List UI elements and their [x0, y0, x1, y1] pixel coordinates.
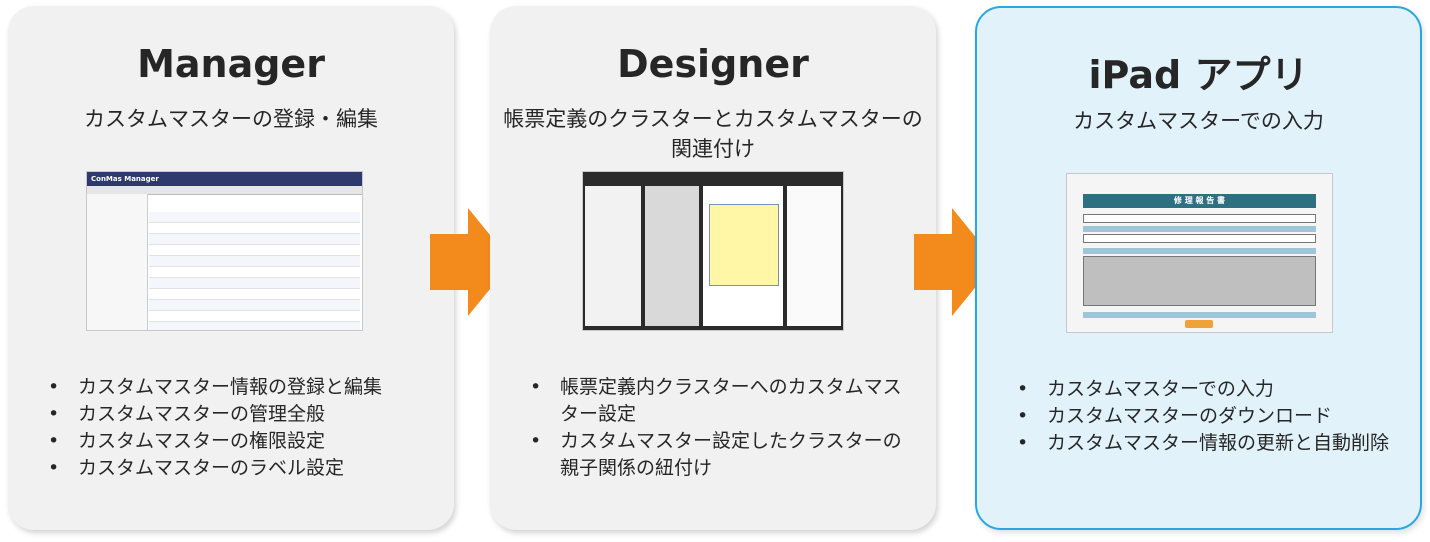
- list-item: カスタムマスター情報の更新と自動削除: [1017, 430, 1400, 457]
- ipad-screenshot: 修 理 報 告 書: [1066, 173, 1333, 333]
- designer-subtitle: 帳票定義のクラスターとカスタムマスターの関連付け: [503, 107, 923, 161]
- designer-screenshot-panel: [585, 186, 641, 326]
- list-item: カスタムマスターの管理全般: [48, 401, 434, 428]
- manager-subtitle: カスタムマスターの登録・編集: [84, 107, 378, 131]
- arrow-right-icon: [430, 208, 512, 316]
- list-item: 帳票定義内クラスターへのカスタムマスター設定: [530, 374, 916, 428]
- list-item: カスタムマスター設定したクラスターの親子関係の紐付け: [530, 428, 916, 482]
- designer-screenshot-properties: [787, 186, 841, 326]
- list-item: カスタムマスター情報の登録と編集: [48, 374, 434, 401]
- arrow-right-icon: [914, 208, 996, 316]
- ipad-title: iPad アプリ: [1088, 53, 1309, 97]
- designer-screenshot-toolbox: [645, 186, 699, 326]
- list-item: カスタムマスターでの入力: [1017, 376, 1400, 403]
- ipad-form-row: [1083, 214, 1316, 223]
- list-item: カスタムマスターのラベル設定: [48, 455, 434, 482]
- manager-screenshot-table: [149, 212, 360, 330]
- manager-card: Manager カスタムマスターの登録・編集 ConMas Manager カス…: [8, 6, 454, 530]
- ipad-form-band: [1083, 226, 1316, 232]
- manager-screenshot-tabs: [87, 186, 362, 195]
- ipad-card: iPad アプリ カスタムマスターでの入力 修 理 報 告 書 カスタムマスター…: [975, 6, 1422, 530]
- manager-bullet-list: カスタムマスター情報の登録と編集 カスタムマスターの管理全般 カスタムマスターの…: [48, 374, 434, 482]
- ipad-bullet-list: カスタムマスターでの入力 カスタムマスターのダウンロード カスタムマスター情報の…: [1017, 376, 1400, 457]
- ipad-form-grid: [1083, 256, 1316, 306]
- designer-screenshot-cluster: [709, 204, 779, 286]
- designer-bullet-list: 帳票定義内クラスターへのカスタムマスター設定 カスタムマスター設定したクラスター…: [530, 374, 916, 482]
- designer-card: Designer 帳票定義のクラスターとカスタムマスターの関連付け 帳票定義内ク…: [490, 6, 936, 530]
- ipad-screenshot-caption: 修 理 報 告 書: [1083, 194, 1316, 208]
- manager-screenshot-sidebar: [87, 194, 148, 330]
- ipad-form-band: [1083, 312, 1316, 318]
- manager-title: Manager: [137, 42, 325, 86]
- manager-screenshot-caption: ConMas Manager: [87, 172, 362, 186]
- ipad-screenshot-button: [1185, 320, 1213, 328]
- manager-screenshot: ConMas Manager: [86, 171, 363, 331]
- designer-screenshot: [582, 171, 844, 331]
- ipad-subtitle: カスタムマスターでの入力: [1073, 109, 1324, 133]
- ipad-form-band: [1083, 248, 1316, 254]
- list-item: カスタムマスターの権限設定: [48, 428, 434, 455]
- list-item: カスタムマスターのダウンロード: [1017, 403, 1400, 430]
- designer-title: Designer: [617, 42, 809, 86]
- ipad-form-row: [1083, 234, 1316, 243]
